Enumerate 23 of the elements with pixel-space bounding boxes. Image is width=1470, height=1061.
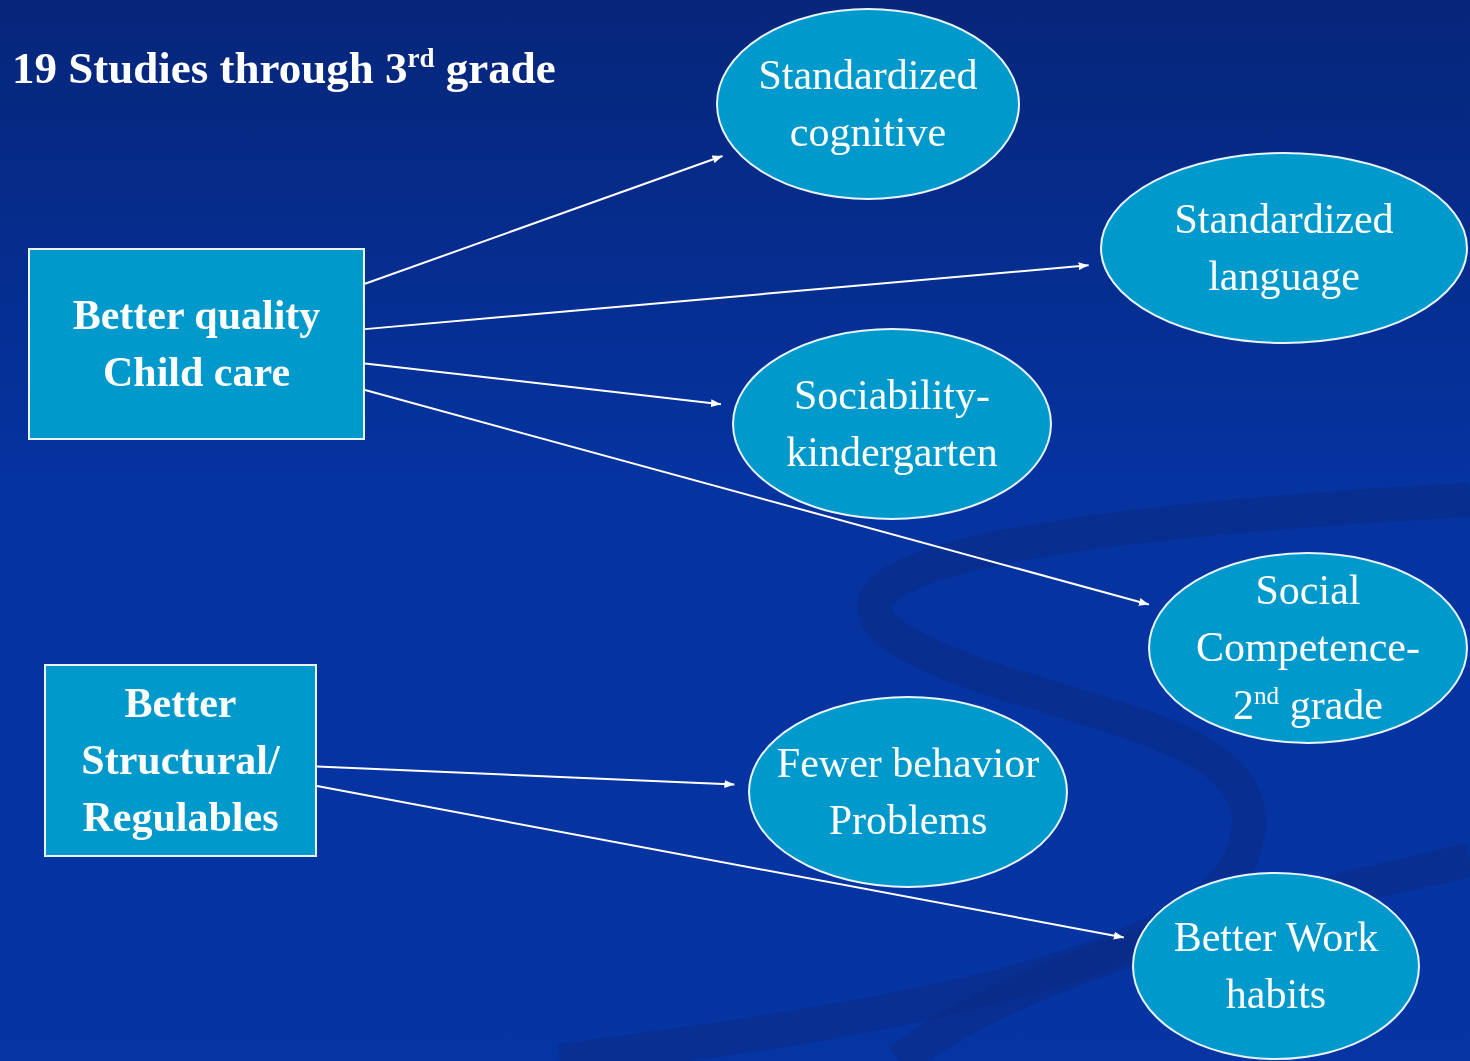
node-label: Standardized language [1173,194,1395,301]
outcome-ellipse [716,8,1020,200]
node-label: Better quality Child care [71,291,322,397]
outcome-ellipse [1148,552,1468,744]
outcome-source-box [28,248,365,440]
arrow [316,785,1125,940]
node-label: Better Work habits [1172,912,1380,1019]
node-label: Fewer behavior Problems [775,738,1041,845]
outcome-ellipse [1100,152,1468,344]
node-label: Better Structural/ Regulables [80,679,281,842]
arrow [316,765,736,789]
node-label: Social Competence- 2$^{nd}$ grade [1195,566,1421,730]
outcome-ellipse [732,328,1052,520]
outcome-ellipse [1132,872,1420,1060]
node-label: Sociability- kindergarten [785,370,999,477]
arrow [364,262,1090,331]
outcome-ellipse [748,696,1068,888]
arrow [364,389,1150,606]
title: 19 Studies through 3$^{rd}$ grade [12,42,556,94]
arrow [364,155,724,285]
outcome-source-box [44,664,317,857]
arrow [364,362,722,408]
node-label: Standardized cognitive [757,50,979,157]
